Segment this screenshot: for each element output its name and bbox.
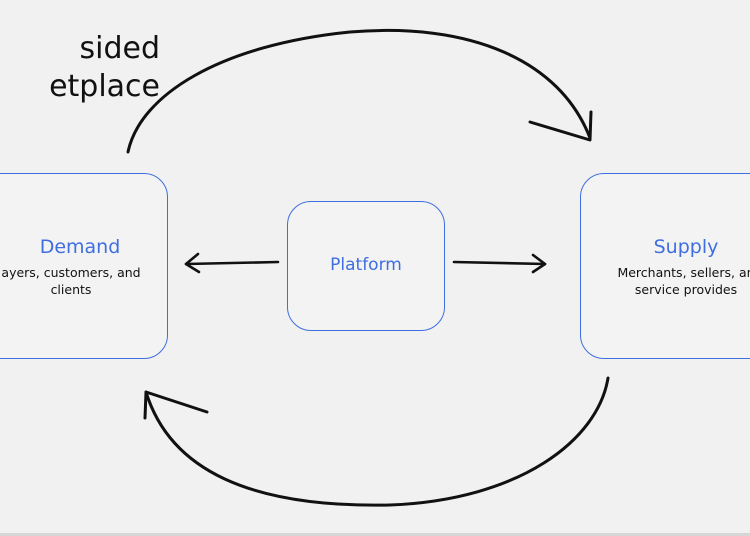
demand-description-line-1: ayers, customers, and xyxy=(1,265,141,280)
supply-node: Supply Merchants, sellers, an service pr… xyxy=(580,173,750,359)
supply-title: Supply xyxy=(653,236,719,258)
bottom-curved-arrow-head xyxy=(143,390,209,420)
diagram-title: sided etplace xyxy=(0,30,160,106)
platform-to-demand-arrow-head xyxy=(184,252,201,274)
supply-description-line-2: service provides xyxy=(634,282,738,297)
supply-description: Merchants, sellers, an service provides xyxy=(576,264,750,298)
platform-to-supply-arrow-head xyxy=(531,253,547,274)
bottom-divider xyxy=(0,533,750,536)
platform-node: Platform xyxy=(287,201,445,331)
top-curved-arrow xyxy=(126,28,592,154)
demand-description-line-2: clients xyxy=(50,282,92,297)
platform-to-demand-arrow xyxy=(184,260,280,266)
demand-description: ayers, customers, and clients xyxy=(0,264,171,298)
top-curved-arrow-head xyxy=(528,110,593,142)
platform-title: Platform xyxy=(330,255,402,275)
bottom-curved-arrow xyxy=(144,376,610,507)
demand-node: Demand ayers, customers, and clients xyxy=(0,173,168,359)
platform-to-supply-arrow xyxy=(452,260,547,266)
diagram-title-line-1: sided xyxy=(79,31,160,66)
demand-title: Demand xyxy=(39,236,121,258)
supply-description-line-1: Merchants, sellers, an xyxy=(617,265,750,280)
diagram-title-line-2: etplace xyxy=(49,69,160,104)
